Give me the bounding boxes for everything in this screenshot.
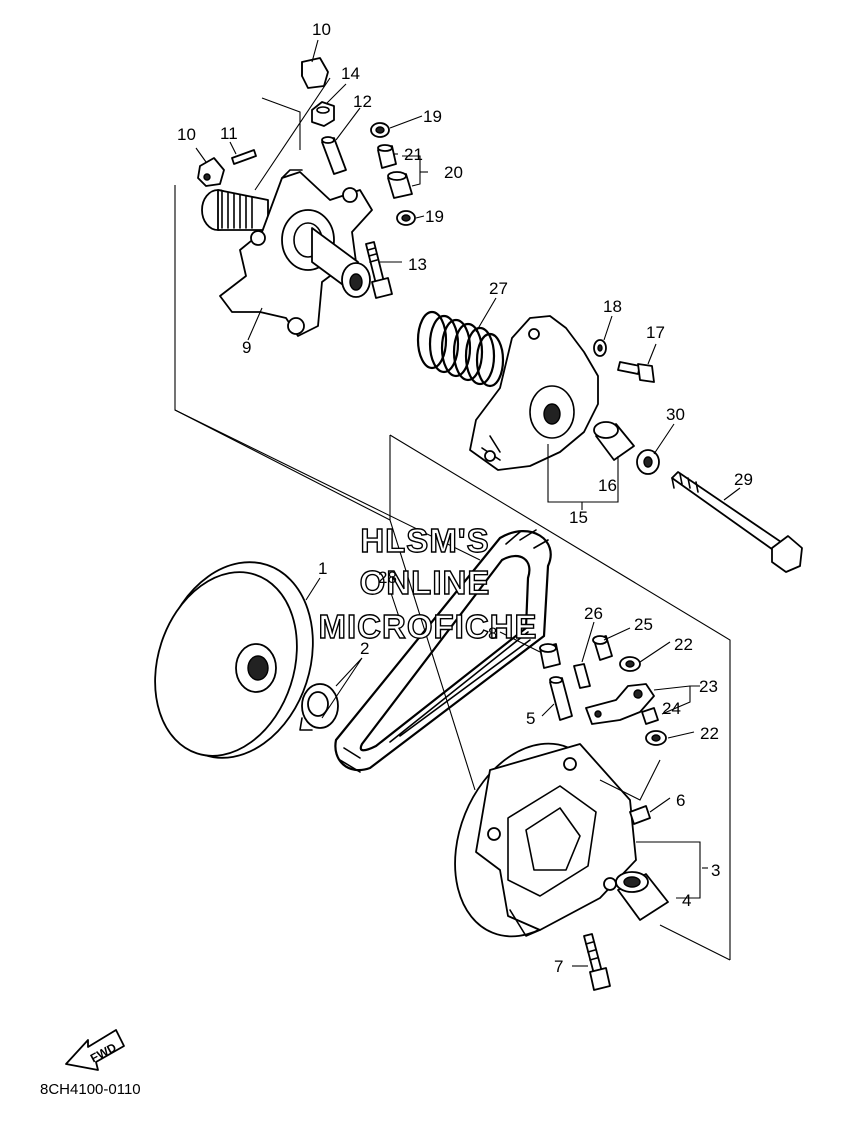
watermark-line-2: ONLINE <box>360 564 491 601</box>
callout-1: 1 <box>318 559 327 578</box>
part-8-nut <box>539 643 561 669</box>
part-6-screw <box>629 805 651 825</box>
part-20-roller <box>387 171 413 199</box>
watermark-line-1: HLSM'S <box>360 522 489 559</box>
callout-28: 28 <box>378 568 397 587</box>
part-10-weight-lower <box>197 157 225 187</box>
reference-frame-lines <box>174 77 731 961</box>
callout-20: 20 <box>444 163 463 182</box>
callout-8: 8 <box>488 624 497 643</box>
callout-14: 14 <box>341 64 360 83</box>
part-25-bolt <box>592 635 613 661</box>
callout-22-upper: 22 <box>674 635 693 654</box>
callout-16: 16 <box>598 476 617 495</box>
callout-19-upper: 19 <box>423 107 442 126</box>
callout-22-lower: 22 <box>700 724 719 743</box>
callout-19-lower: 19 <box>425 207 444 226</box>
part-9-hub-assembly <box>201 169 373 337</box>
callout-17: 17 <box>646 323 665 342</box>
callout-26: 26 <box>584 604 603 623</box>
part-19-washer-upper <box>370 122 390 138</box>
part-22-washer-lower <box>645 730 667 746</box>
watermark-line-3: MICROFICHE <box>319 608 538 645</box>
part-16-bushing <box>593 421 635 461</box>
callout-5: 5 <box>526 709 535 728</box>
callout-6: 6 <box>676 791 685 810</box>
part-12-pin <box>321 136 347 175</box>
callout-29: 29 <box>734 470 753 489</box>
part-14-nut <box>311 101 335 127</box>
callout-27: 27 <box>489 279 508 298</box>
callout-25: 25 <box>634 615 653 634</box>
part-24-roller <box>641 707 659 725</box>
part-3-clutch-housing <box>454 742 637 938</box>
part-1-fixed-sheave <box>154 561 314 759</box>
part-4-bushing <box>615 871 669 921</box>
part-29-long-bolt <box>671 471 803 573</box>
callout-9: 9 <box>242 338 251 357</box>
part-30-washer <box>636 449 660 475</box>
part-23-arm <box>585 683 655 725</box>
diagram-code: 8CH4100-0110 <box>40 1081 141 1098</box>
callout-11: 11 <box>220 124 238 143</box>
callout-7: 7 <box>554 957 563 976</box>
callout-2: 2 <box>360 639 369 658</box>
callout-3: 3 <box>711 861 720 880</box>
callout-numbers: 10 14 12 19 21 20 19 10 11 13 9 27 18 17… <box>177 20 753 976</box>
part-10-weight-upper <box>301 57 329 89</box>
callout-30: 30 <box>666 405 685 424</box>
part-15-cover <box>469 315 599 471</box>
callout-12: 12 <box>353 92 372 111</box>
part-21-collar <box>377 144 397 169</box>
callout-10-upper: 10 <box>312 20 331 39</box>
callout-23: 23 <box>699 677 718 696</box>
callout-18: 18 <box>603 297 622 316</box>
callout-15: 15 <box>569 508 588 527</box>
leader-lines <box>195 39 741 967</box>
part-7-bolt <box>583 933 611 991</box>
callout-4: 4 <box>682 891 691 910</box>
callout-10-lower: 10 <box>177 125 196 144</box>
callout-24: 24 <box>662 699 681 718</box>
part-17-bolt <box>617 361 655 383</box>
part-5-pin <box>549 676 573 721</box>
forward-arrow-icon: FWD <box>65 1029 125 1071</box>
watermark: HLSM'S ONLINE MICROFICHE <box>318 521 538 645</box>
part-2-collar <box>299 683 339 731</box>
callout-21: 21 <box>404 145 423 164</box>
part-27-spring <box>416 310 505 388</box>
part-22-washer-upper <box>619 656 641 672</box>
part-11-pin <box>231 149 257 165</box>
part-18-washer <box>593 339 607 357</box>
callout-13: 13 <box>408 255 427 274</box>
part-13-bolt <box>365 241 393 299</box>
part-19-washer-lower <box>396 210 416 226</box>
part-26-pin <box>573 663 591 689</box>
part-28-drive-belt <box>334 529 552 773</box>
